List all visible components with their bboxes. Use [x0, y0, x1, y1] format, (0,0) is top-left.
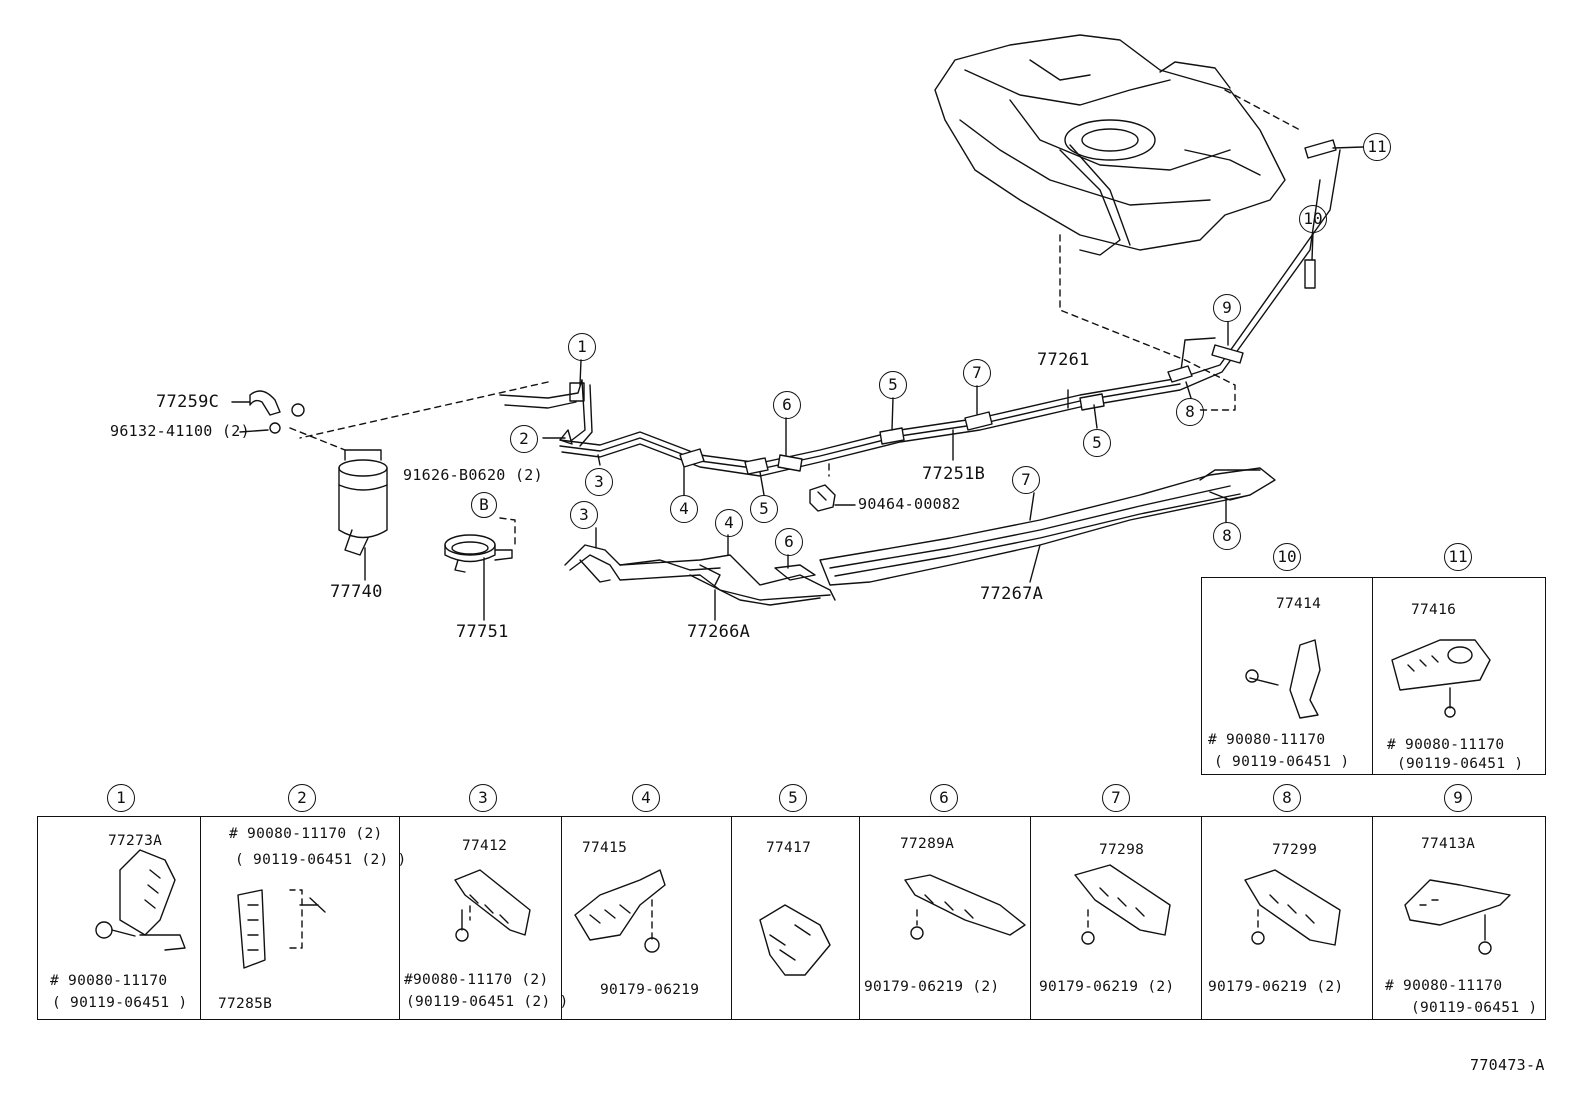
panel-heading-9: 9 — [1444, 784, 1472, 812]
bolt-90080-11170-x2: # 90080-11170 (2) — [229, 826, 383, 842]
detail-cell-1: 77273A # 90080-11170 ( 90119-06451 ) — [38, 817, 201, 1019]
panel-heading-4: 4 — [632, 784, 660, 812]
bolt-alt-90119-06451-x2: ( 90119-06451 (2) ) — [235, 852, 407, 868]
label-77261: 77261 — [1037, 350, 1090, 370]
detail-panel-upper: 77414 # 90080-11170 ( 90119-06451 ) 7741… — [1201, 577, 1546, 775]
part-77416: 77416 — [1411, 602, 1457, 618]
label-77267A: 77267A — [980, 584, 1044, 604]
callout-2: 2 — [510, 425, 538, 453]
detail-cell-5: 77417 — [732, 817, 860, 1019]
part-77413A: 77413A — [1421, 836, 1476, 852]
part-77415: 77415 — [582, 840, 628, 856]
detail-cell-4: 77415 90179-06219 — [562, 817, 732, 1019]
label-91626-B0620: 91626-B0620 (2) — [403, 466, 543, 484]
bolt-90080-11170: # 90080-11170 — [1385, 978, 1503, 994]
callout-3-lower: 3 — [570, 501, 598, 529]
panel-heading-2: 2 — [288, 784, 316, 812]
bolt-alt-90119-06451: ( 90119-06451 ) — [52, 995, 188, 1011]
label-77740: 77740 — [330, 582, 383, 602]
callout-11: 11 — [1363, 133, 1391, 161]
panel-heading-6: 6 — [930, 784, 958, 812]
part-77299: 77299 — [1272, 842, 1318, 858]
nut-90179-06219: 90179-06219 — [600, 982, 700, 998]
callout-10: 10 — [1299, 205, 1327, 233]
tube-77266A-drawing — [564, 544, 836, 606]
panel-heading-8: 8 — [1273, 784, 1301, 812]
detail-cell-10: 77414 # 90080-11170 ( 90119-06451 ) — [1202, 578, 1373, 774]
fuel-tank — [934, 34, 1286, 256]
bolt-90080-11170: # 90080-11170 — [1387, 737, 1505, 753]
part-77298: 77298 — [1099, 842, 1145, 858]
callout-9: 9 — [1213, 294, 1241, 322]
callout-7: 7 — [963, 359, 991, 387]
bolt-90080-11170: # 90080-11170 — [1208, 732, 1326, 748]
bolt-alt-90119-06451: ( 90119-06451 ) — [1214, 754, 1350, 770]
detail-cell-9: 77413A # 90080-11170 (90119-06451 ) — [1373, 817, 1545, 1019]
callout-5-upper: 5 — [879, 371, 907, 399]
part-77273A: 77273A — [108, 833, 163, 849]
fuel-filter-drawing — [249, 390, 388, 556]
callout-3: 3 — [585, 468, 613, 496]
panel-heading-7: 7 — [1102, 784, 1130, 812]
connection-lines — [289, 89, 1301, 949]
clip-90464-drawing — [809, 484, 836, 512]
bolt-alt-90119-06451: (90119-06451 ) — [1397, 756, 1524, 772]
detail-cell-7: 77298 90179-06219 (2) — [1031, 817, 1202, 1019]
label-77266A: 77266A — [687, 622, 751, 642]
panel-heading-5: 5 — [779, 784, 807, 812]
callout-8-lower: 8 — [1213, 522, 1241, 550]
bolt-90080-11170: # 90080-11170 — [50, 973, 168, 989]
panel-heading-1: 1 — [107, 784, 135, 812]
part-77414: 77414 — [1276, 596, 1322, 612]
bolt-90080-11170-x2: #90080-11170 (2) — [404, 972, 549, 988]
detail-cell-11: 77416 # 90080-11170 (90119-06451 ) — [1373, 578, 1545, 774]
detail-cell-3: 77412 #90080-11170 (2) (90119-06451 (2) … — [400, 817, 568, 1019]
diagram-id: 770473-A — [1470, 1056, 1545, 1074]
bolt-alt-90119-06451-x2: (90119-06451 (2) ) — [406, 994, 569, 1010]
part-77417: 77417 — [766, 840, 812, 856]
label-77251B: 77251B — [922, 464, 986, 484]
fuel-lines — [499, 149, 1341, 477]
callout-4: 4 — [670, 495, 698, 523]
leader-lines — [231, 146, 1364, 621]
callout-1: 1 — [568, 333, 596, 361]
detail-cell-8: 77299 90179-06219 (2) — [1202, 817, 1373, 1019]
detail-drawings — [95, 639, 1511, 976]
label-77259C: 77259C — [156, 392, 220, 412]
part-77285B: 77285B — [218, 996, 273, 1012]
callout-8: 8 — [1176, 398, 1204, 426]
bracket-77751-drawing — [444, 534, 513, 573]
panel-heading-10: 10 — [1273, 543, 1301, 571]
nut-90179-06219-x2: 90179-06219 (2) — [1039, 979, 1175, 995]
nut-90179-06219-x2: 90179-06219 (2) — [1208, 979, 1344, 995]
callout-5: 5 — [750, 495, 778, 523]
callout-B: B — [471, 492, 497, 518]
detail-cell-6: 77289A 90179-06219 (2) — [860, 817, 1031, 1019]
label-77751: 77751 — [456, 622, 509, 642]
label-96132-41100: 96132-41100 (2) — [110, 422, 250, 440]
part-77412: 77412 — [462, 838, 508, 854]
detail-panel-strip: 77273A # 90080-11170 ( 90119-06451 ) # 9… — [37, 816, 1546, 1020]
label-90464-00082: 90464-00082 — [858, 495, 961, 513]
tube-77267A-drawing — [819, 467, 1276, 586]
line-clamps — [679, 139, 1337, 475]
callout-4-lower: 4 — [715, 509, 743, 537]
callout-6: 6 — [773, 391, 801, 419]
detail-cell-2: # 90080-11170 (2) ( 90119-06451 (2) ) 77… — [201, 817, 406, 1019]
callout-5-right: 5 — [1083, 429, 1111, 457]
bolt-alt-90119-06451: (90119-06451 ) — [1411, 1000, 1538, 1016]
callout-6-lower: 6 — [775, 528, 803, 556]
callout-7-lower: 7 — [1012, 466, 1040, 494]
panel-heading-3: 3 — [469, 784, 497, 812]
panel-heading-11: 11 — [1444, 543, 1472, 571]
nut-90179-06219-x2: 90179-06219 (2) — [864, 979, 1000, 995]
part-77289A: 77289A — [900, 836, 955, 852]
